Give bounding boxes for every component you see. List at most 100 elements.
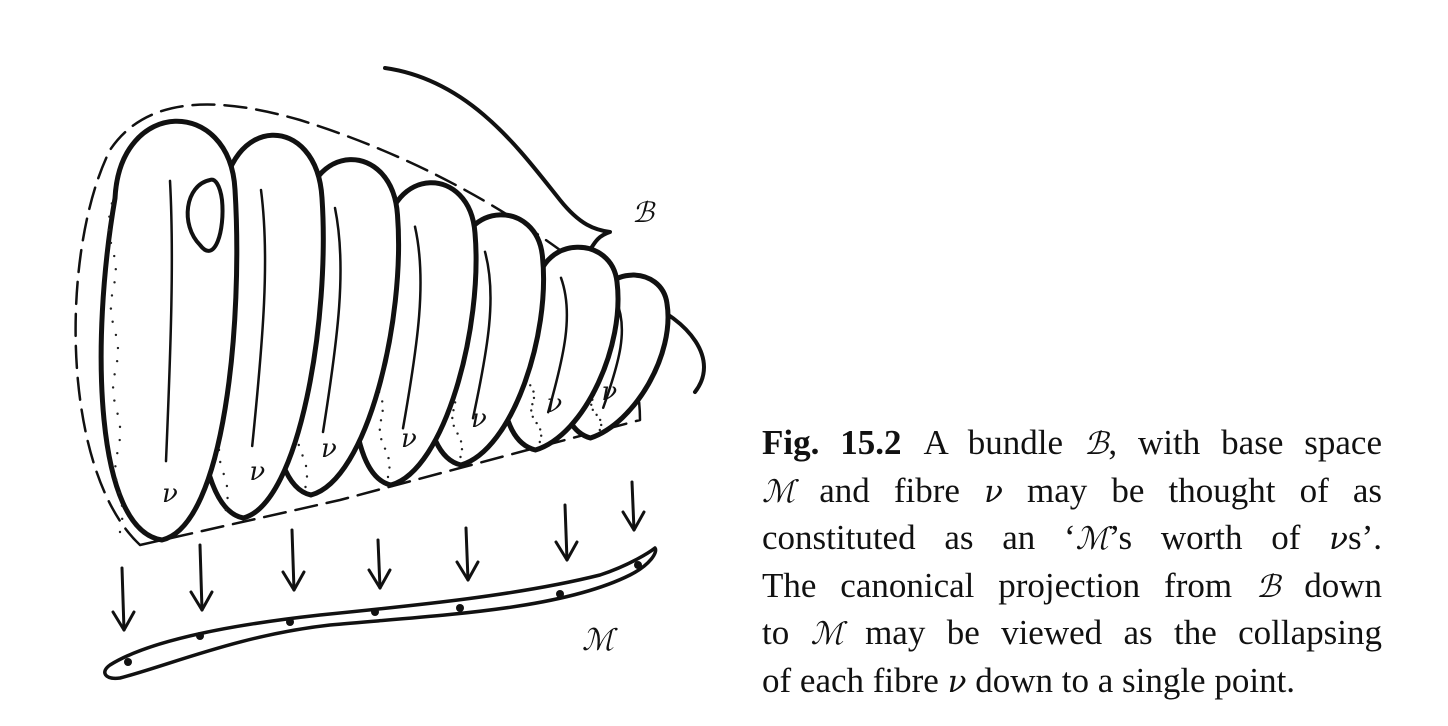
caption-line-6: of each fibre ν down to a single point. [762,660,1296,700]
stipple-dot [113,254,116,258]
stipple-dot [386,475,390,479]
base-point [456,604,464,612]
stipple-dot [118,530,122,534]
stipple-dot [538,428,542,431]
arrow-head [281,570,306,592]
fibre-fold [164,179,174,463]
arrow-head [455,560,480,582]
stipple-dot [116,346,120,350]
stipple-dot [297,443,300,447]
stipple-dot [532,390,535,393]
fibre-label: ν [321,434,337,464]
stipple-dot [107,228,110,231]
stipple-dot [113,373,116,376]
stipple-dot [529,384,532,387]
stipple-dot [224,508,227,512]
fibre-loop [98,118,240,543]
stipple-dot [118,425,122,429]
stipple-dot [118,438,121,442]
arrow-head [189,590,214,612]
base-point [634,561,642,569]
base-space-curve [103,546,658,681]
stipple-dot [598,428,601,432]
stipple-dot [599,423,603,427]
stipple-dot [120,504,124,507]
stipple-dot [114,333,118,337]
fibre-label: ν [471,404,487,434]
stipple-dot [379,419,383,422]
arrow-head [367,568,392,590]
stipple-dot [304,485,307,489]
caption-line-4: The canonical projection from ℬ down [762,565,1383,605]
stipple-dot [222,472,225,476]
stipple-dot [459,455,462,459]
projection-arrow [120,566,126,632]
base-point [371,608,379,616]
stipple-dot [531,415,534,418]
stipple-dot [459,440,463,443]
projection-arrows [111,480,646,632]
stipple-dot [452,424,455,427]
stipple-dot [225,484,229,488]
base-points [124,561,642,666]
caption-line-3: constituted as an ‘ℳ’s worth of νs’. [762,518,1383,557]
arrow-head [621,510,646,532]
stipple-dot [381,409,384,413]
stipple-dot [532,396,536,400]
projection-arrow [290,528,296,592]
base-point [286,618,294,626]
caption-line-2: ℳ and fibre ν may be thought of as [762,470,1382,510]
projection-arrow [198,543,204,612]
stipple-dot [598,418,602,422]
stipple-dot [530,409,533,412]
stipple-dot [535,421,538,425]
fibre-label: ν [162,479,178,509]
front-fibre-inner-loop [185,177,225,253]
stipple-dot [116,412,119,415]
stipple-dot [115,359,119,363]
stipple-dot [114,478,118,481]
stipple-dot [111,386,115,389]
stipple-dot [226,496,229,500]
stipple-dot [590,403,593,406]
base-point [124,658,132,666]
fibre-label: ν [249,457,265,487]
stipple-dot [378,428,382,431]
fibre-fold [471,250,492,420]
stipple-dot [110,294,114,297]
stipple-dot [380,438,383,441]
projection-arrow [464,526,470,582]
stipple-dot [108,215,111,218]
stipple-dot [460,448,464,451]
projection-arrow [563,503,569,562]
stipple-dot [388,466,391,469]
arrow-head [111,610,136,632]
figure-number: Fig. 15.2 [762,423,902,462]
projection-arrow [376,538,382,590]
base-label: ℳ [582,623,618,658]
stipple-dot [304,464,308,468]
fibre-fold [546,276,569,414]
stipple-dot [114,268,117,271]
projection-arrow [630,480,636,532]
bundle-label: ℬ [632,196,656,229]
fibre-label: ν [601,377,617,407]
stipple-dot [113,281,116,284]
base-point [196,632,204,640]
fibre-fold [321,206,342,434]
stipple-dot [591,408,594,412]
stipple-dot [114,465,117,468]
stipple-dot [383,447,387,450]
stipple-dot [117,491,121,494]
arrow-head [554,540,579,562]
stipple-dot [595,413,598,417]
stipple-dot [451,416,454,420]
stipple-dot [110,202,114,205]
stipple-dot [219,460,222,464]
fibre-fold [401,225,422,430]
stipple-dot [381,400,384,403]
